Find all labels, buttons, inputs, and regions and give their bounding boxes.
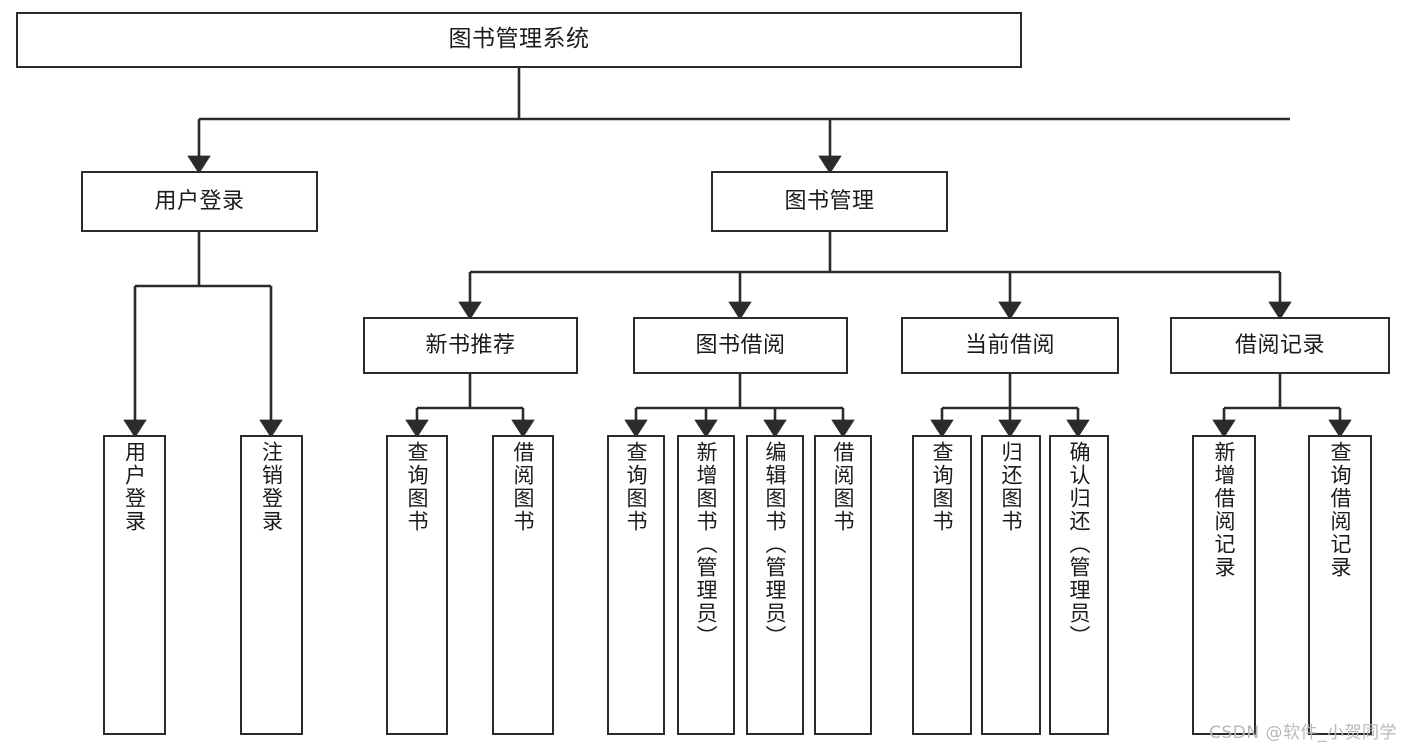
node-label: 编辑图书（管理员） <box>763 441 788 648</box>
node-label: 借阅记录 <box>1234 332 1325 358</box>
leaf-edit-book-admin[interactable]: 编辑图书（管理员） <box>746 435 804 735</box>
leaf-user-login[interactable]: 用户登录 <box>103 435 166 735</box>
leaf-borrow-book-nbr[interactable]: 借阅图书 <box>492 435 554 735</box>
leaf-query-borrow-record[interactable]: 查询借阅记录 <box>1308 435 1372 735</box>
node-label: 查询图书 <box>930 441 955 533</box>
node-label: 借阅图书 <box>831 441 856 533</box>
node-label: 查询图书 <box>405 441 430 533</box>
node-label: 新书推荐 <box>425 332 516 358</box>
node-label: 用户登录 <box>122 441 147 533</box>
node-label: 用户登录 <box>154 188 245 214</box>
node-label: 新增图书（管理员） <box>694 441 719 648</box>
node-label: 查询借阅记录 <box>1328 441 1353 579</box>
leaf-add-borrow-record[interactable]: 新增借阅记录 <box>1192 435 1256 735</box>
node-label: 新增借阅记录 <box>1212 441 1237 579</box>
leaf-return-book[interactable]: 归还图书 <box>981 435 1041 735</box>
node-new-book-recommendation[interactable]: 新书推荐 <box>363 317 578 374</box>
leaf-add-book-admin[interactable]: 新增图书（管理员） <box>677 435 735 735</box>
node-book-borrowing[interactable]: 图书借阅 <box>633 317 848 374</box>
node-label: 确认归还（管理员） <box>1067 441 1092 648</box>
node-root-book-management-system[interactable]: 图书管理系统 <box>16 12 1022 68</box>
leaf-query-book-cb[interactable]: 查询图书 <box>912 435 972 735</box>
node-label: 当前借阅 <box>964 332 1055 358</box>
node-label: 图书管理 <box>784 188 875 214</box>
node-label: 借阅图书 <box>511 441 536 533</box>
leaf-borrow-book-bb[interactable]: 借阅图书 <box>814 435 872 735</box>
node-book-management[interactable]: 图书管理 <box>711 171 948 232</box>
leaf-query-book-nbr[interactable]: 查询图书 <box>386 435 448 735</box>
node-user-login[interactable]: 用户登录 <box>81 171 318 232</box>
node-label: 图书借阅 <box>695 332 786 358</box>
node-label: 归还图书 <box>999 441 1024 533</box>
node-current-borrowing[interactable]: 当前借阅 <box>901 317 1119 374</box>
node-borrowing-record[interactable]: 借阅记录 <box>1170 317 1390 374</box>
node-label: 查询图书 <box>624 441 649 533</box>
node-label: 注销登录 <box>259 441 284 533</box>
node-label: 图书管理系统 <box>448 26 590 53</box>
leaf-confirm-return-admin[interactable]: 确认归还（管理员） <box>1049 435 1109 735</box>
csdn-watermark: CSDN @软件_小贺同学 <box>1209 723 1397 743</box>
leaf-query-book-bb[interactable]: 查询图书 <box>607 435 665 735</box>
leaf-logout[interactable]: 注销登录 <box>240 435 303 735</box>
